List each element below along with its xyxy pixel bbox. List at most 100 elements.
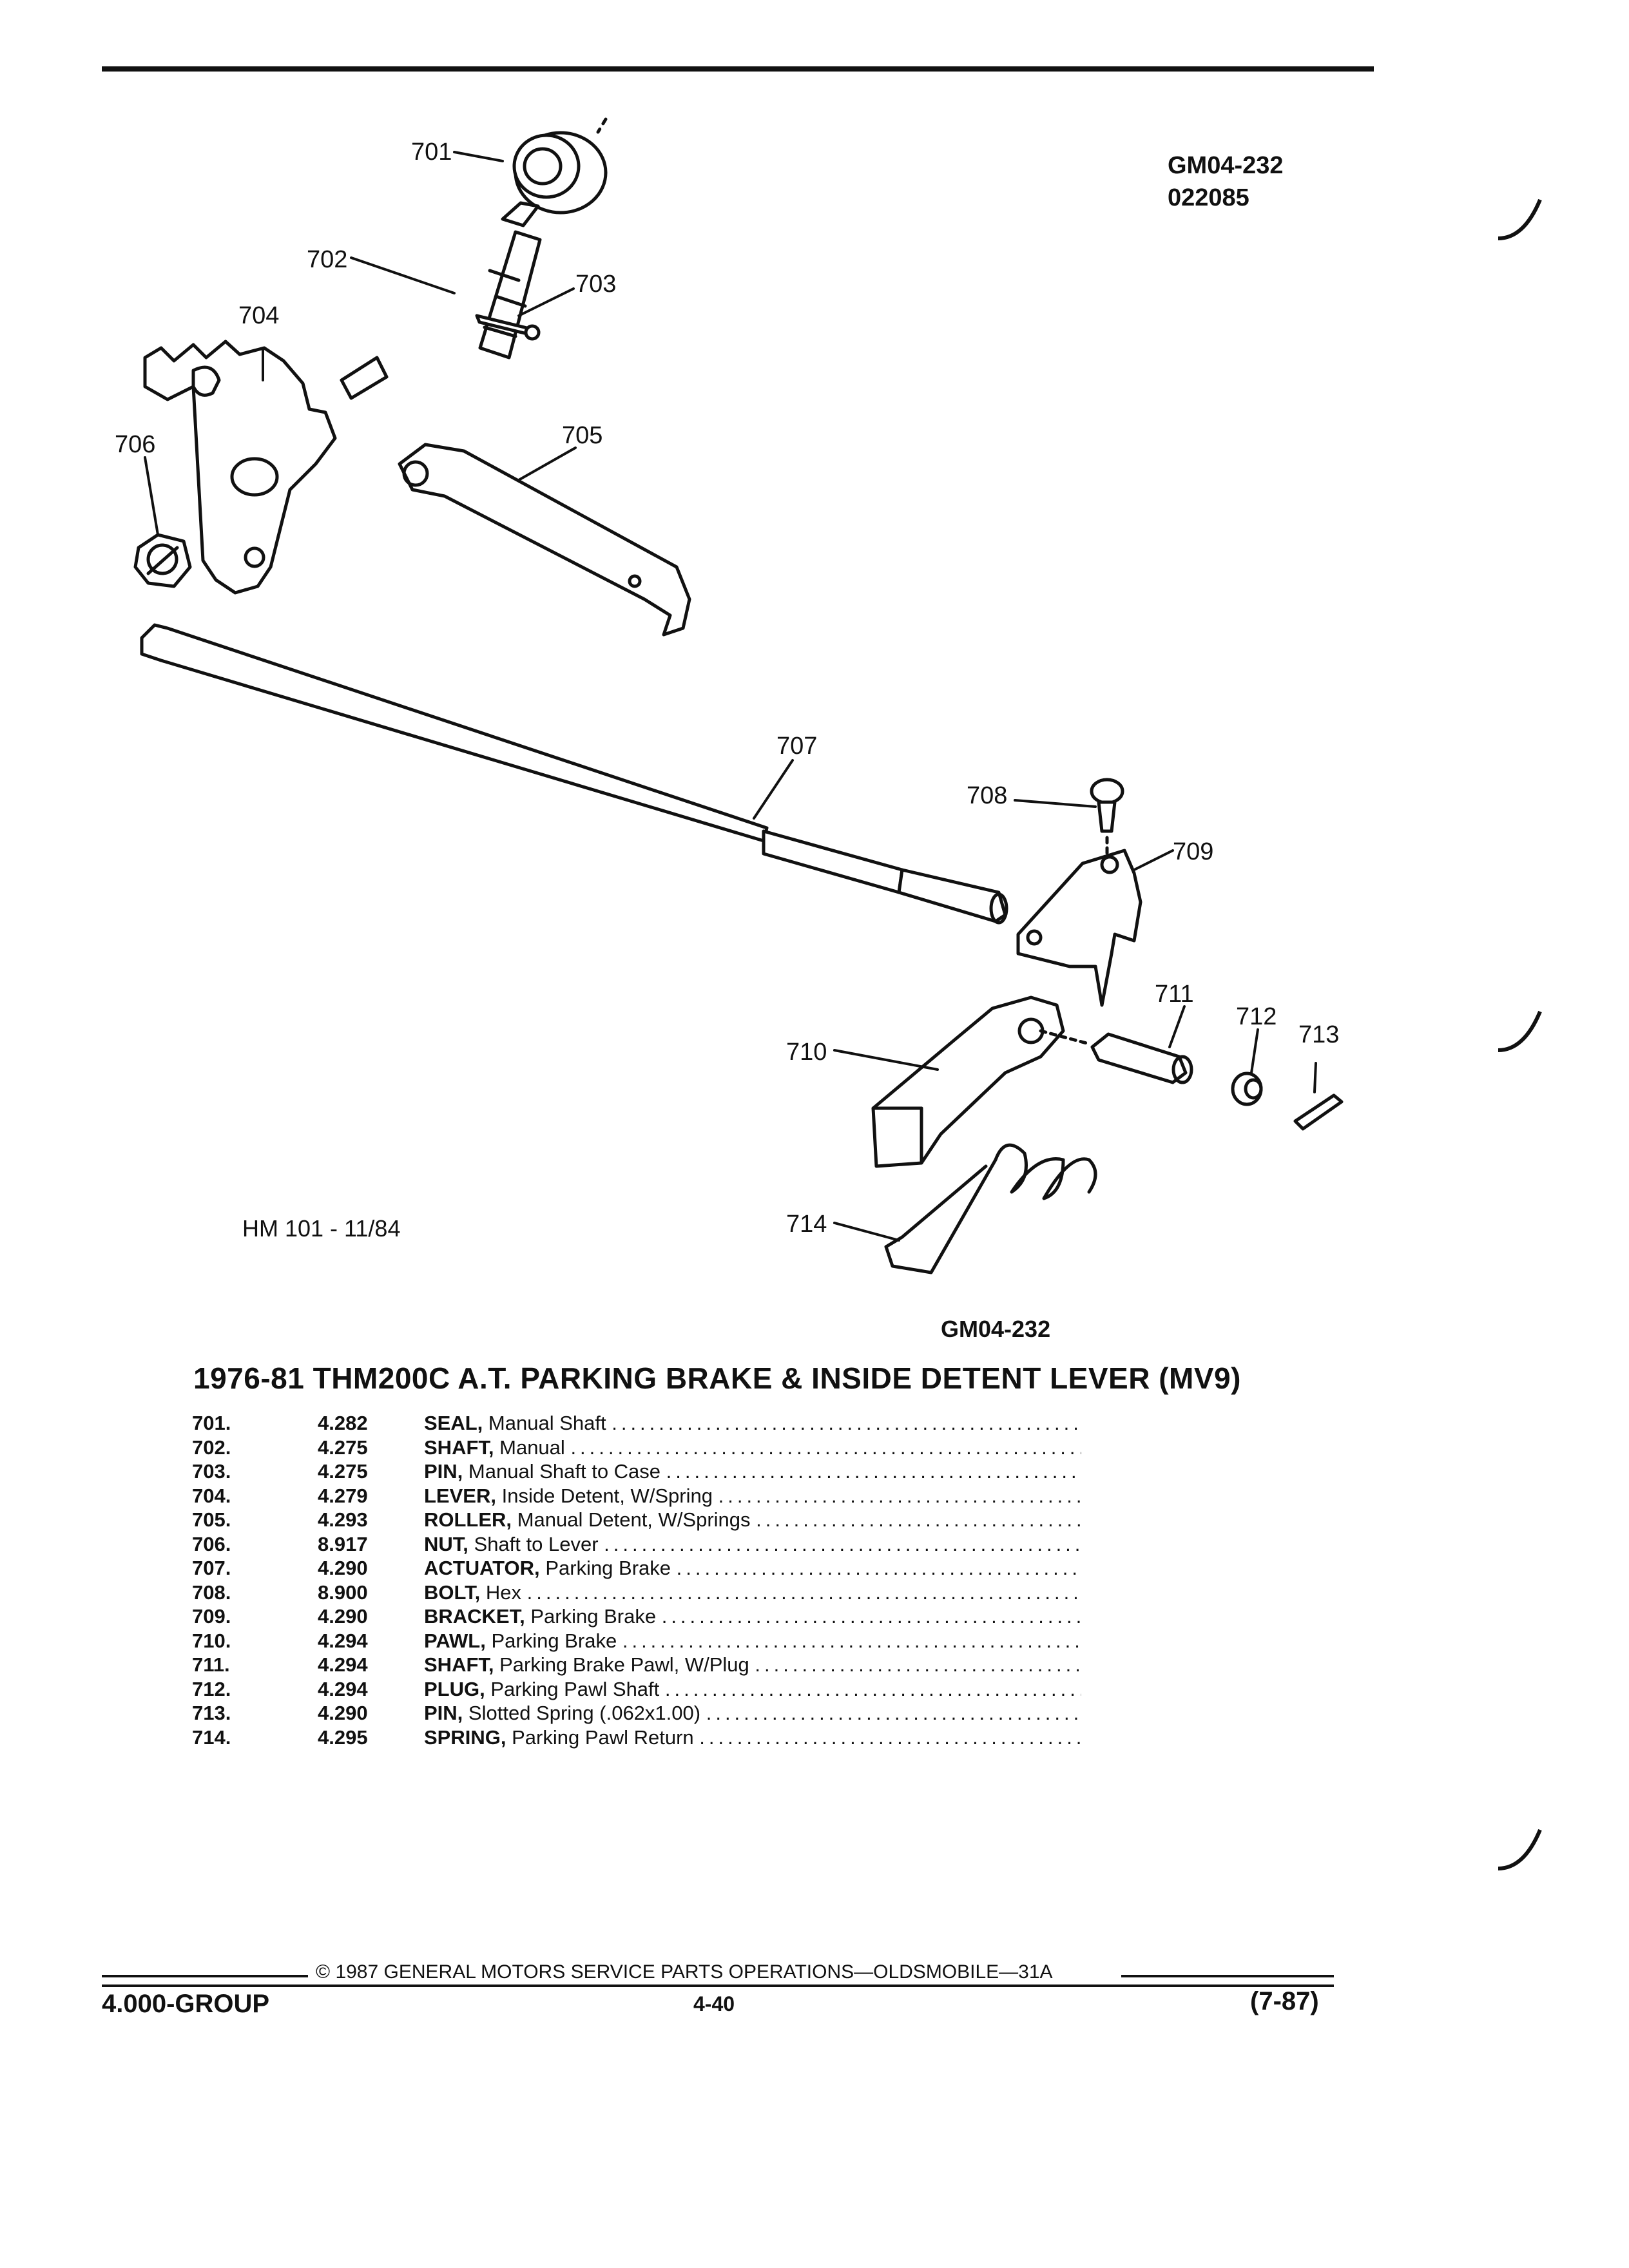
diagram-caption: GM04-232 (941, 1316, 1051, 1342)
part-name: SHAFT, (424, 1653, 494, 1676)
part-707-actuator (140, 623, 1008, 925)
part-number: 712. (192, 1677, 231, 1700)
footer-rule-left (102, 1975, 308, 1977)
part-detail: Slotted Spring (.062x1.00) (468, 1702, 701, 1724)
callout-705: 705 (562, 422, 602, 449)
copyright-line: © 1987 GENERAL MOTORS SERVICE PARTS OPER… (316, 1961, 1053, 1983)
reference-block: GM04-232 022085 (1168, 149, 1284, 214)
leader-dots: ........................................… (661, 1605, 1081, 1628)
part-712-plug (1231, 1072, 1263, 1106)
part-714-spring (884, 1143, 1097, 1274)
part-description: SHAFT, Parking Brake Pawl, W/Plug ......… (424, 1653, 1081, 1677)
part-name: NUT, (424, 1532, 468, 1555)
page-number: 4-40 (693, 1992, 735, 2015)
part-description: PIN, Slotted Spring (.062x1.00) ........… (424, 1701, 1081, 1725)
part-description: ACTUATOR, Parking Brake ................… (424, 1556, 1081, 1581)
part-name: ROLLER, (424, 1508, 512, 1531)
callout-704: 704 (238, 302, 279, 329)
callout-713: 713 (1298, 1021, 1339, 1048)
callout-711: 711 (1155, 981, 1194, 1008)
part-number: 708. (192, 1581, 231, 1604)
part-description: SHAFT, Manual ..........................… (424, 1436, 1081, 1460)
part-name: PIN, (424, 1702, 463, 1724)
part-name: PAWL, (424, 1629, 486, 1652)
part-number: 704. (192, 1484, 231, 1507)
part-name: SPRING, (424, 1725, 506, 1749)
part-detail: Parking Brake (491, 1629, 617, 1652)
part-detail: Manual (499, 1436, 565, 1459)
part-description: ROLLER, Manual Detent, W/Springs .......… (424, 1508, 1081, 1532)
part-706-nut (133, 533, 192, 588)
leader-dots: ........................................… (666, 1460, 1081, 1483)
callout-707: 707 (776, 733, 817, 760)
part-name: ACTUATOR, (424, 1557, 540, 1579)
part-group-code: 4.290 (318, 1557, 368, 1579)
part-number: 701. (192, 1412, 231, 1434)
part-name: PIN, (424, 1460, 463, 1483)
part-705-roller (398, 443, 691, 637)
part-name: PLUG, (424, 1677, 485, 1700)
part-detail: Parking Brake Pawl, W/Plug (499, 1653, 749, 1676)
leader-dots: ........................................… (756, 1508, 1081, 1531)
part-description: BRACKET, Parking Brake .................… (424, 1604, 1081, 1629)
part-detail: Shaft to Lever (474, 1532, 599, 1555)
leader-dots: ........................................… (604, 1532, 1081, 1555)
part-description: NUT, Shaft to Lever ....................… (424, 1532, 1081, 1557)
part-713-pin (1293, 1093, 1344, 1131)
callout-710: 710 (786, 1039, 827, 1066)
part-704-lever (143, 340, 337, 595)
part-group-code: 8.900 (318, 1581, 368, 1604)
part-group-code: 4.294 (318, 1653, 368, 1676)
callout-708: 708 (967, 782, 1007, 809)
part-number: 703. (192, 1460, 231, 1483)
part-group-code: 4.290 (318, 1702, 368, 1724)
leader-dots: ........................................… (526, 1581, 1081, 1604)
parts-row: 707. 4.290 ACTUATOR, Parking Brake .......… (192, 1556, 1081, 1581)
parts-row: 704. 4.279 LEVER, Inside Detent, W/Spring … (192, 1484, 1081, 1508)
leader-lines (144, 151, 1317, 1242)
part-number: 707. (192, 1557, 231, 1579)
part-group-code: 4.279 (318, 1484, 368, 1507)
section-title: 1976-81 THM200C A.T. PARKING BRAKE & INS… (193, 1361, 1241, 1395)
part-detail: Parking Brake (545, 1557, 671, 1579)
part-group-code: 4.294 (318, 1629, 368, 1652)
part-group-code: 4.275 (318, 1460, 368, 1483)
part-group-code: 4.293 (318, 1508, 368, 1531)
part-name: BRACKET, (424, 1605, 525, 1628)
callout-709: 709 (1173, 838, 1213, 865)
part-number: 713. (192, 1702, 231, 1724)
part-detail: Parking Brake (530, 1605, 657, 1628)
part-description: PLUG, Parking Pawl Shaft ...............… (424, 1677, 1081, 1702)
leader-dots: ........................................… (664, 1677, 1081, 1700)
part-detail: Manual Detent, W/Springs (517, 1508, 751, 1531)
part-detail: Manual Shaft to Case (468, 1460, 661, 1483)
part-708-bolt (1090, 778, 1124, 869)
part-description: LEVER, Inside Detent, W/Spring .........… (424, 1484, 1081, 1508)
leader-dots: ........................................… (699, 1725, 1081, 1749)
part-710-pawl (871, 995, 1065, 1168)
part-description: SPRING, Parking Pawl Return ............… (424, 1725, 1081, 1750)
part-group-code: 4.290 (318, 1605, 368, 1628)
part-number: 714. (192, 1725, 231, 1749)
callout-712: 712 (1236, 1003, 1277, 1030)
parts-row: 708. 8.900 BOLT, Hex .....................… (192, 1581, 1081, 1605)
parts-row: 713. 4.290 PIN, Slotted Spring (.062x1.00)… (192, 1701, 1081, 1725)
part-number: 709. (192, 1605, 231, 1628)
parts-row: 703. 4.275 PIN, Manual Shaft to Case .....… (192, 1459, 1081, 1484)
part-group-code: 4.275 (318, 1436, 368, 1459)
part-detail: Hex (485, 1581, 522, 1604)
part-detail: Parking Pawl Return (512, 1725, 694, 1749)
part-name: BOLT, (424, 1581, 481, 1604)
part-name: SHAFT, (424, 1436, 494, 1459)
reference-number: 022085 (1168, 184, 1249, 211)
part-description: BOLT, Hex ..............................… (424, 1581, 1081, 1605)
footer-rule-right (1121, 1975, 1334, 1977)
leader-dots: ........................................… (706, 1702, 1081, 1724)
parts-row: 709. 4.290 BRACKET, Parking Brake ........… (192, 1604, 1081, 1629)
callout-701: 701 (411, 139, 452, 166)
